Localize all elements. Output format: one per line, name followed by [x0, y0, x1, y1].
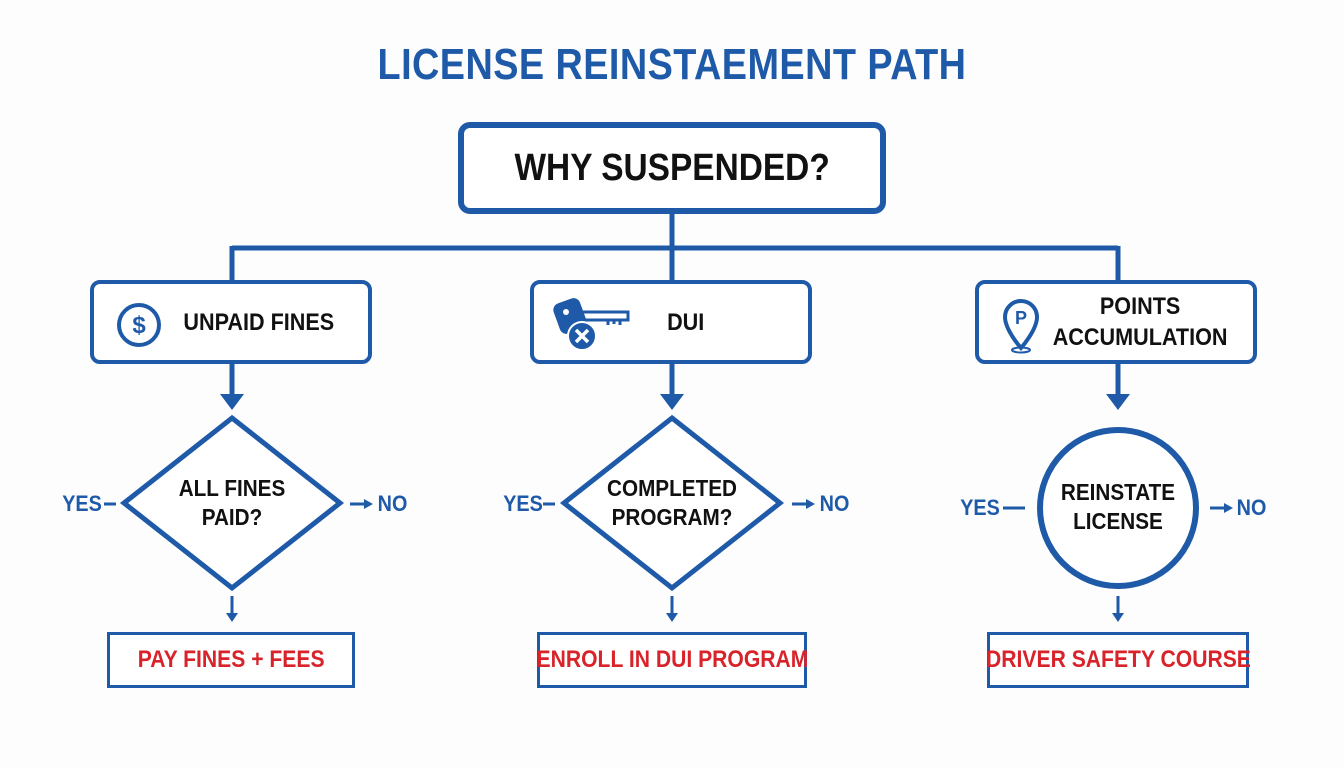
category-unpaid-fines: $ UNPAID FINES: [90, 280, 372, 364]
category-label-fines: UNPAID FINES: [183, 308, 335, 336]
yes-label-dui: YES: [503, 491, 543, 516]
category-points-accumulation: P POINTS ACCUMULATION: [975, 280, 1257, 364]
category-label-points-line-1: POINTS: [1099, 293, 1181, 320]
decision-line-1: ALL FINES: [178, 475, 286, 501]
decision-circle-points: [1037, 427, 1199, 589]
yes-label-points: YES: [960, 495, 1000, 520]
decision-diamond-dui: [559, 414, 785, 592]
decision-label-fines: ALL FINES PAID?: [160, 474, 304, 532]
decision-label-points: REINSTATE LICENSE: [1046, 478, 1190, 536]
no-label-points: NO: [1236, 495, 1267, 520]
action-box-fines: PAY FINES + FEES: [107, 632, 355, 688]
root-question-box: WHY SUSPENDED?: [458, 122, 886, 214]
page-title: LICENSE REINSTAEMENT PATH: [377, 40, 967, 89]
svg-text:$: $: [132, 312, 146, 339]
yes-label-fines: YES: [62, 491, 102, 516]
decision-line-2: PROGRAM?: [611, 504, 733, 530]
decision-line-1: COMPLETED: [607, 475, 737, 501]
decision-line-1: REINSTATE: [1060, 479, 1176, 505]
svg-text:P: P: [1015, 308, 1027, 328]
action-label-fines: PAY FINES + FEES: [137, 646, 325, 673]
no-label-fines: NO: [377, 491, 408, 516]
action-label-dui: ENROLL IN DUI PROGRAM: [536, 646, 808, 673]
dollar-icon: $: [117, 303, 161, 347]
car-key-cancel-icon: [553, 298, 630, 351]
root-question-label: WHY SUSPENDED?: [514, 146, 830, 189]
no-label-dui: NO: [819, 491, 850, 516]
category-dui: DUI: [530, 280, 812, 364]
category-label-points: POINTS ACCUMULATION: [1053, 291, 1228, 353]
decision-diamond-fines: [119, 414, 345, 592]
action-label-points: DRIVER SAFETY COURSE: [985, 646, 1251, 673]
action-box-dui: ENROLL IN DUI PROGRAM: [536, 632, 808, 688]
decision-label-dui: COMPLETED PROGRAM?: [600, 474, 744, 532]
action-box-points: DRIVER SAFETY COURSE: [985, 632, 1251, 688]
category-label-dui: DUI: [667, 308, 705, 336]
category-label-points-line-2: ACCUMULATION: [1052, 324, 1228, 351]
branch-2-arrowhead: [660, 394, 684, 410]
branch-3-arrowhead: [1106, 394, 1130, 410]
branch-1-arrowhead: [220, 394, 244, 410]
decision-line-2: LICENSE: [1073, 508, 1163, 534]
parking-pin-icon: P: [1002, 299, 1040, 354]
decision-line-2: PAID?: [201, 504, 263, 530]
